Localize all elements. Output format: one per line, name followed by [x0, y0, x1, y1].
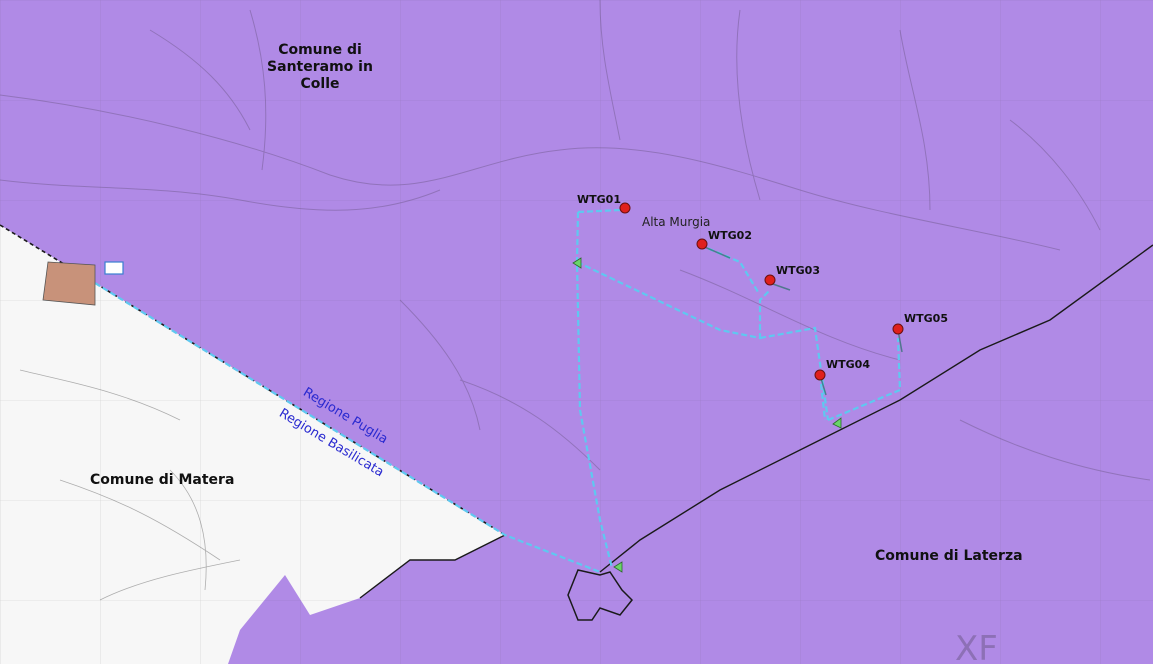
comune-laterza-label: Comune di Laterza	[875, 548, 1023, 564]
cable-routes	[94, 208, 902, 574]
substation-outline	[567, 569, 634, 621]
turbine-markers	[619, 202, 904, 381]
turbine-wtg05-marker[interactable]	[892, 323, 904, 335]
turbine-wtg02-marker[interactable]	[696, 238, 708, 250]
turbine-wtg04-label: WTG04	[826, 358, 870, 371]
comune-boundary-line	[359, 244, 1153, 599]
turbine-wtg05-label: WTG05	[904, 312, 948, 325]
regional-boundary	[0, 224, 506, 536]
turbine-wtg01-label: WTG01	[577, 193, 621, 206]
junction-marker	[613, 561, 623, 573]
turbine-wtg02-label: WTG02	[708, 229, 752, 242]
area-name-label: Alta Murgia	[642, 215, 711, 229]
comune-matera-label: Comune di Matera	[90, 472, 235, 488]
comune-santeramo-label: Comune di Santeramo in Colle	[267, 42, 373, 92]
junction-marker	[832, 417, 842, 429]
turbine-wtg03-label: WTG03	[776, 264, 820, 277]
junction-marker	[572, 257, 582, 269]
topo-roads	[0, 0, 1151, 481]
turbine-wtg03-marker[interactable]	[764, 274, 776, 286]
turbine-wtg04-marker[interactable]	[814, 369, 826, 381]
substation-area	[42, 261, 96, 306]
map-sheet-watermark: XF	[955, 629, 998, 664]
turbine-wtg01-marker[interactable]	[619, 202, 631, 214]
substation-box	[104, 261, 124, 275]
